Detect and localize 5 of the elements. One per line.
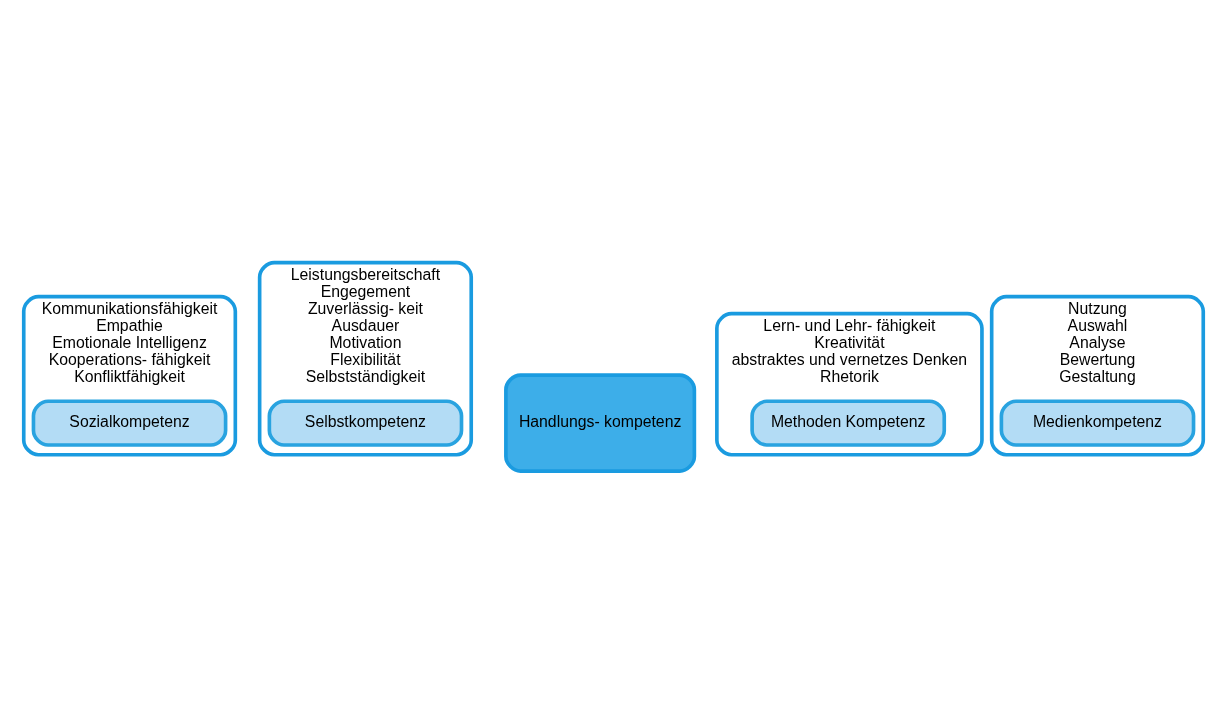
node-box: Sozialkompetenz — [31, 399, 228, 447]
node-box: Medienkompetenz — [999, 399, 1196, 447]
node-box: Methoden Kompetenz — [750, 399, 947, 447]
node-box: Selbstkompetenz — [267, 399, 464, 447]
node-box: Handlungs- kompetenz — [504, 373, 697, 473]
